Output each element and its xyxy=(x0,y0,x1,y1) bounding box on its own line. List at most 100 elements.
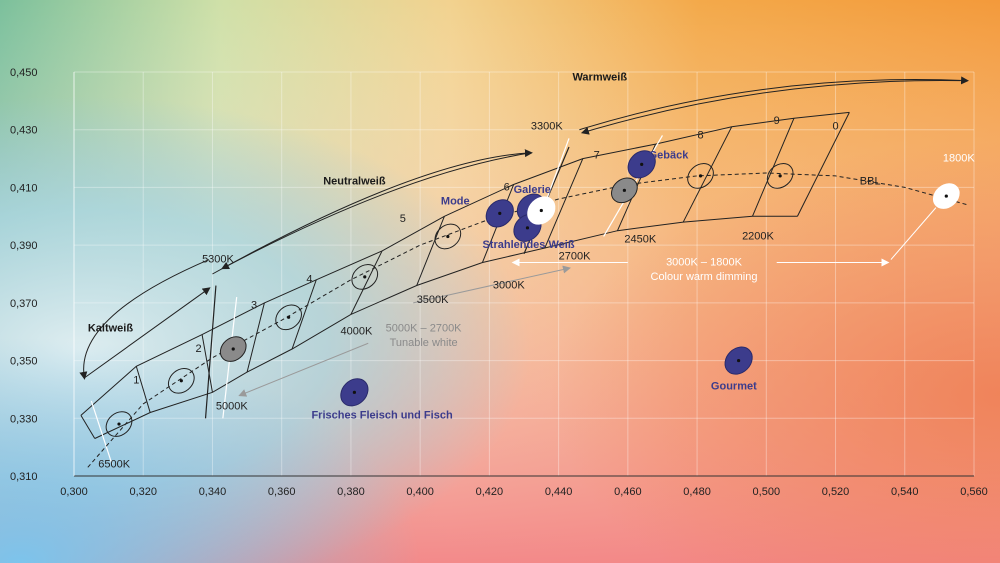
bin-number-label: 9 xyxy=(774,115,780,127)
chart-labels: BBL Kaltweiß Neutralweiß Warmweiß 1800K … xyxy=(88,72,975,471)
y-axis-ticks: 0,310 0,330 0,350 0,370 0,390 0,410 0,430 0,450 xyxy=(10,67,38,483)
bin-boundary-line xyxy=(797,112,850,217)
bin-boundary-line xyxy=(416,216,445,286)
bin-boundary-line xyxy=(544,158,584,249)
tunable-text-label: Tunable white xyxy=(390,337,458,349)
ellipse-center-dot xyxy=(446,234,450,239)
bbl-label: BBL xyxy=(860,176,881,188)
cct-label: 2450K xyxy=(624,233,656,245)
product-points xyxy=(340,150,753,407)
tolerance-ellipse xyxy=(167,367,195,394)
x-tick-label: 0,500 xyxy=(753,486,781,498)
kaltweiss-arrow-right xyxy=(84,287,211,379)
ellipse-center-dot xyxy=(179,379,183,383)
fleisch-fisch-label: Frisches Fleisch und Fisch xyxy=(311,409,452,421)
x-tick-label: 0,440 xyxy=(545,486,573,498)
range-arrows xyxy=(79,76,970,397)
ellipse-center-dot xyxy=(287,315,291,319)
y-tick-label: 0,350 xyxy=(10,356,38,368)
mode-label: Mode xyxy=(441,196,470,208)
cct-label: 5300K xyxy=(202,253,234,265)
dimming-text-label: Colour warm dimming xyxy=(651,271,758,283)
x-tick-label: 0,340 xyxy=(199,486,227,498)
y-tick-label: 0,330 xyxy=(10,413,38,425)
x-tick-label: 0,520 xyxy=(822,486,850,498)
y-tick-label: 0,310 xyxy=(10,471,38,483)
y-tick-label: 0,410 xyxy=(10,182,38,194)
bin-boundary-line xyxy=(201,334,213,393)
strahlendes-weiss-label: Strahlendes Weiß xyxy=(482,239,574,251)
ellipse-center-dot xyxy=(231,347,235,351)
x-tick-label: 0,380 xyxy=(337,486,365,498)
warmweiss-arrow-right xyxy=(579,76,970,131)
bin-number-label: 8 xyxy=(697,129,703,141)
product-center-dot xyxy=(640,162,644,166)
warmweiss-label: Warmweiß xyxy=(572,72,627,84)
bin-number-label: 6 xyxy=(504,181,510,193)
bin-number-label: 1 xyxy=(133,375,139,387)
ellipse-center-dot xyxy=(622,188,626,192)
bin-boundary-line xyxy=(350,250,383,315)
warmweiss-arrow-left xyxy=(580,80,961,135)
product-center-dot xyxy=(737,358,741,363)
x-tick-label: 0,460 xyxy=(614,486,642,498)
x-tick-label: 0,360 xyxy=(268,486,296,498)
y-tick-label: 0,430 xyxy=(10,125,38,137)
y-tick-label: 0,370 xyxy=(10,298,38,310)
bin-boundary-line xyxy=(80,415,96,439)
tunable-arrow-left xyxy=(238,342,369,397)
kaltweiss-arrow-left xyxy=(79,259,210,380)
x-tick-label: 0,420 xyxy=(476,486,504,498)
tolerance-ellipse xyxy=(105,411,133,437)
cct-label: 2200K xyxy=(742,230,774,242)
x-tick-label: 0,320 xyxy=(129,486,157,498)
bin-number-label: 7 xyxy=(594,150,600,162)
bin-boundary-line xyxy=(291,279,317,350)
ellipse-center-dot xyxy=(698,174,703,178)
tolerance-ellipses xyxy=(105,163,960,437)
cct-label: 6500K xyxy=(98,458,130,470)
bin-number-label: 2 xyxy=(196,343,202,355)
tolerance-ellipse xyxy=(434,223,462,250)
galerie-label: Galerie xyxy=(514,184,551,196)
cct-label: 3000K xyxy=(493,279,525,291)
bin-number-label: 5 xyxy=(400,213,406,225)
gourmet-label: Gourmet xyxy=(711,380,757,392)
cct-label: 3500K xyxy=(417,294,449,306)
bin-boundary-line xyxy=(246,302,265,373)
dimming-connector xyxy=(890,207,937,260)
x-tick-label: 0,300 xyxy=(60,486,88,498)
x-tick-label: 0,560 xyxy=(960,486,988,498)
neutralweiss-arrow-left xyxy=(221,152,532,270)
product-center-dot xyxy=(352,390,356,394)
k1800-label: 1800K xyxy=(943,152,975,164)
x-tick-label: 0,540 xyxy=(891,486,919,498)
tolerance-ellipse xyxy=(275,304,302,331)
product-center-dot xyxy=(498,211,502,215)
dimming-range-label: 3000K – 1800K xyxy=(666,256,743,268)
cct-label: 2700K xyxy=(559,251,591,263)
ellipse-center-dot xyxy=(778,174,782,178)
y-tick-label: 0,390 xyxy=(10,240,38,252)
tolerance-ellipse xyxy=(351,264,379,290)
kaltweiss-label: Kaltweiß xyxy=(88,323,134,335)
bin-region xyxy=(80,111,850,465)
neutralweiss-label: Neutralweiß xyxy=(323,176,386,188)
x-axis-ticks: 0,300 0,320 0,340 0,360 0,380 0,400 0,420 0,440… xyxy=(60,486,988,498)
tolerance-ellipse xyxy=(766,163,794,189)
cct-label: 3300K xyxy=(531,121,563,133)
ellipse-center-dot xyxy=(944,194,948,198)
bin-number-label: 0 xyxy=(832,121,838,133)
x-tick-label: 0,400 xyxy=(406,486,434,498)
ellipse-center-dot xyxy=(363,275,367,279)
tolerance-ellipse xyxy=(687,163,714,189)
product-center-dot xyxy=(525,226,530,230)
bin-number-label: 3 xyxy=(251,300,257,312)
neutralweiss-arrow-right xyxy=(212,149,533,275)
geback-label: Gebäck xyxy=(649,150,690,162)
product-center-dot xyxy=(539,208,543,213)
y-tick-label: 0,450 xyxy=(10,67,38,79)
